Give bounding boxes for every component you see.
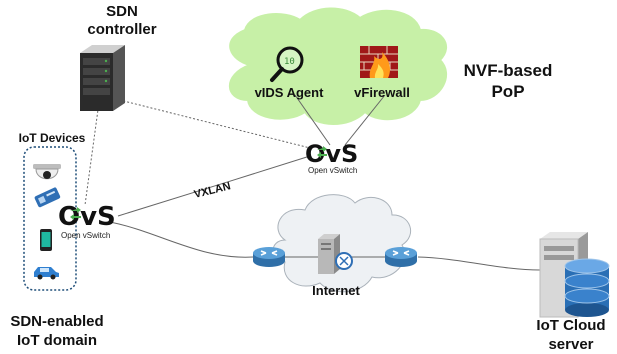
magnifier-icon: 10: [270, 46, 304, 82]
server-rack-icon: [80, 45, 125, 111]
edge-to-router-link: [109, 221, 254, 258]
router-icon: [385, 247, 417, 267]
database-icon: [564, 258, 610, 317]
ovs-logo-pop: OvS Open vSwitch: [305, 140, 358, 175]
nfv-pop-cloud: [229, 7, 448, 125]
iot-devices-label: IoT Devices: [18, 131, 86, 145]
router-icon: [253, 247, 285, 267]
ovs-arrows-icon: [70, 207, 81, 220]
svg-text:Open vSwitch: Open vSwitch: [308, 166, 357, 175]
camera-icon: [33, 164, 61, 180]
vids-agent-label: vIDS Agent: [254, 85, 324, 100]
vxlan-link: [117, 155, 311, 217]
iot-devices-box: [23, 146, 77, 291]
svg-text:OvS: OvS: [58, 202, 116, 232]
pop-line1: NVF-based: [463, 61, 553, 80]
svg-text:10: 10: [284, 57, 295, 67]
server-icon: [318, 234, 353, 274]
internet-cloud: [272, 194, 412, 293]
car-icon: [34, 267, 59, 280]
controller-to-edge-link: [84, 94, 101, 206]
sdn-controller-line1: SDN: [106, 3, 138, 20]
sdn-domain-line2: IoT domain: [17, 332, 97, 349]
sensor-icon: [34, 187, 61, 208]
iot-cloud-line2: server: [548, 336, 594, 353]
ovs-arrows-icon: [317, 146, 327, 158]
router-to-cloud-server-link: [417, 256, 541, 271]
vxlan-label: VXLAN: [193, 180, 232, 201]
sdn-controller-title: SDN controller: [83, 3, 161, 39]
pop-line2: PoP: [491, 82, 525, 101]
controller-to-pop-link: [99, 94, 311, 149]
sdn-domain-line1: SDN-enabled: [10, 313, 104, 330]
sdn-domain-title: SDN-enabled IoT domain: [5, 312, 109, 350]
vids-to-ovs-link: [294, 94, 331, 146]
links: [84, 94, 541, 271]
svg-text:OvS: OvS: [305, 140, 358, 168]
iot-cloud-title: IoT Cloud server: [530, 316, 612, 354]
sdn-controller-line2: controller: [87, 21, 157, 38]
phone-icon: [40, 229, 52, 251]
firewall-icon: [360, 46, 398, 78]
pop-title: NVF-based PoP: [458, 60, 558, 102]
vfirewall-label: vFirewall: [354, 85, 410, 100]
internet-label: Internet: [312, 283, 360, 298]
iot-cloud-line1: IoT Cloud: [536, 317, 606, 334]
ovs-logo-edge: OvS Open vSwitch: [58, 202, 116, 240]
vfirewall-to-ovs-link: [344, 94, 386, 146]
svg-text:Open vSwitch: Open vSwitch: [61, 231, 110, 240]
